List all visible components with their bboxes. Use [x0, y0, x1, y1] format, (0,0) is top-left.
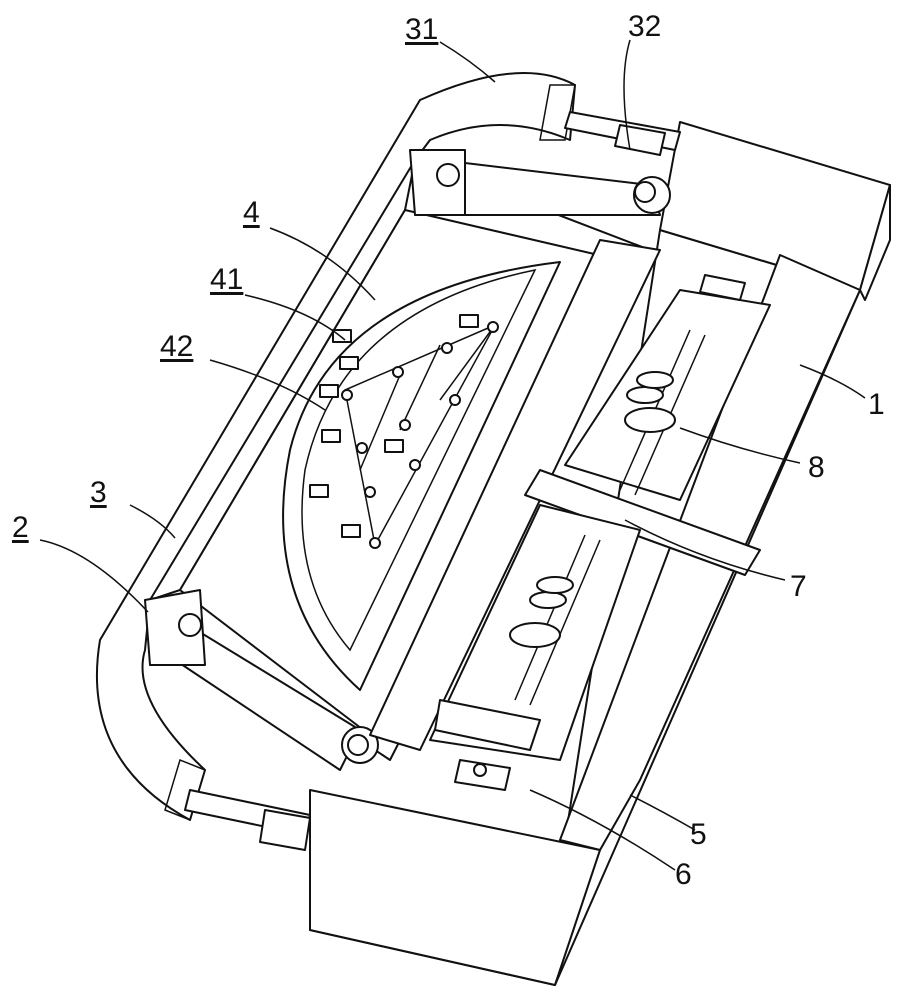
- leader-lines: [39, 39, 866, 871]
- springs: [434, 329, 706, 751]
- connecting-rods: [184, 111, 681, 851]
- label-8: 8: [808, 451, 825, 484]
- label-7: 7: [790, 570, 807, 603]
- label-32: 32: [628, 10, 662, 43]
- label-31: 31: [405, 13, 439, 46]
- label-1: 1: [868, 388, 885, 421]
- label-5: 5: [690, 818, 707, 851]
- gripper-grid: [309, 314, 499, 549]
- label-4: 4: [243, 196, 260, 229]
- label-42: 42: [160, 330, 194, 363]
- sensor-block: [454, 274, 746, 791]
- label-2: 2: [12, 511, 29, 544]
- label-41: 41: [210, 263, 244, 296]
- label-6: 6: [675, 858, 692, 891]
- label-3: 3: [90, 476, 107, 509]
- links: [144, 149, 671, 771]
